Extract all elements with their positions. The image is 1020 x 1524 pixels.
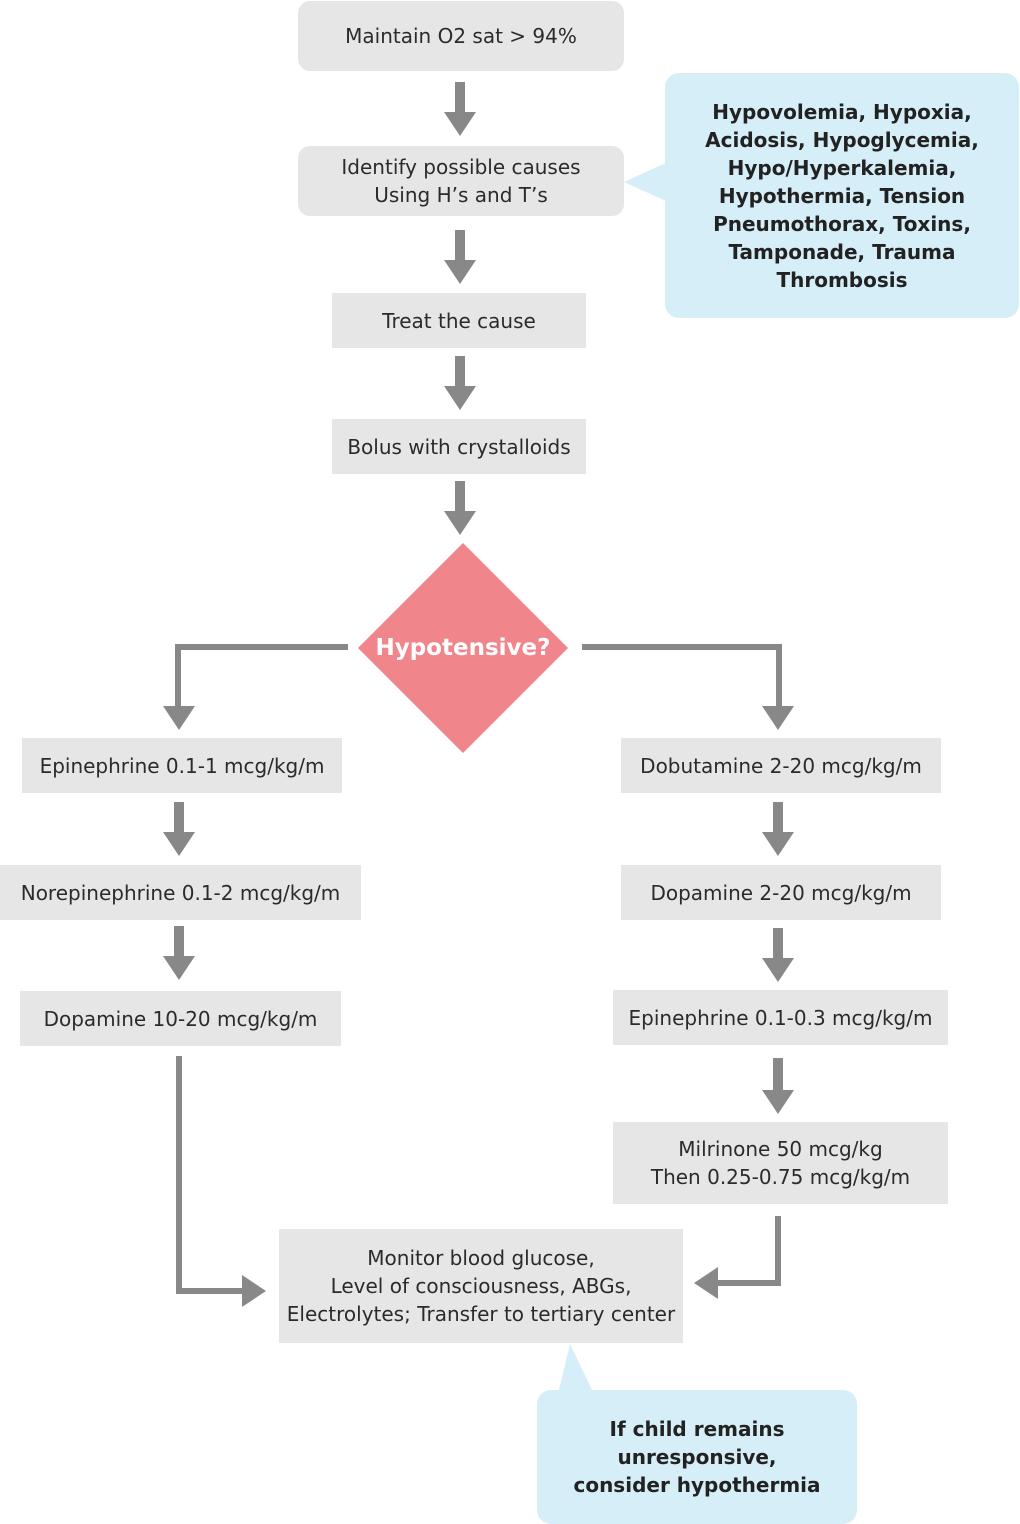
monitor-node: Monitor blood glucose, Level of consciou… <box>279 1229 683 1343</box>
bolus-text: Bolus with crystalloids <box>347 434 571 459</box>
right-node-epinephrine: Epinephrine 0.1-0.3 mcg/kg/m <box>613 990 948 1045</box>
start-node-text: Maintain O2 sat > 94% <box>345 24 577 48</box>
cause-line: Thrombosis <box>776 267 908 292</box>
right-node-text: Dopamine 2-20 mcg/kg/m <box>650 880 912 905</box>
cause-line: Acidosis, Hypoglycemia, <box>705 127 979 152</box>
right-node-text: Epinephrine 0.1-0.3 mcg/kg/m <box>628 1005 933 1030</box>
arrow-left-to-monitor <box>176 1056 266 1307</box>
arrow-right-2-to-3 <box>762 928 794 982</box>
arrow-right-3-to-4 <box>762 1058 794 1114</box>
causes-callout: Hypovolemia, Hypoxia, Acidosis, Hypoglyc… <box>665 73 1019 318</box>
arrow-decision-to-left <box>163 644 348 730</box>
cause-line: Tamponade, Trauma <box>728 239 956 264</box>
arrow-decision-to-right <box>582 644 794 730</box>
arrow-start-to-identify <box>444 82 476 136</box>
decision-label: Hypotensive? <box>375 635 551 661</box>
treat-text: Treat the cause <box>382 308 536 333</box>
arrow-right-to-monitor <box>694 1216 781 1299</box>
arrow-treat-to-bolus <box>444 356 476 410</box>
arrow-right-1-to-2 <box>762 802 794 856</box>
right-node-milrinone: Milrinone 50 mcg/kg Then 0.25-0.75 mcg/k… <box>613 1122 948 1204</box>
start-node: Maintain O2 sat > 94% <box>298 1 624 71</box>
causes-callout-pointer <box>624 162 668 202</box>
bolus-node: Bolus with crystalloids <box>332 419 586 474</box>
monitor-line: Monitor blood glucose, <box>367 1246 595 1270</box>
arrow-left-2-to-3 <box>163 926 195 980</box>
milrinone-line-2: Then 0.25-0.75 mcg/kg/m <box>650 1165 911 1189</box>
arrow-left-1-to-2 <box>163 802 195 856</box>
identify-line-2: Using H’s and T’s <box>374 183 548 207</box>
final-callout-line: consider hypothermia <box>573 1473 821 1497</box>
final-callout-pointer <box>558 1344 594 1394</box>
right-node-dobutamine: Dobutamine 2-20 mcg/kg/m <box>621 738 941 793</box>
identify-causes-node: Identify possible causes Using H’s and T… <box>298 146 624 216</box>
treat-cause-node: Treat the cause <box>332 293 586 348</box>
left-node-text: Norepinephrine 0.1-2 mcg/kg/m <box>20 880 341 905</box>
milrinone-line-1: Milrinone 50 mcg/kg <box>678 1137 883 1161</box>
left-node-epinephrine: Epinephrine 0.1-1 mcg/kg/m <box>22 738 342 793</box>
arrow-identify-to-treat <box>444 230 476 284</box>
arrow-bolus-to-decision <box>444 481 476 535</box>
cause-line: Pneumothorax, Toxins, <box>713 211 971 236</box>
monitor-line: Electrolytes; Transfer to tertiary cente… <box>286 1302 676 1326</box>
left-node-text: Dopamine 10-20 mcg/kg/m <box>43 1006 318 1031</box>
cause-line: Hypovolemia, Hypoxia, <box>712 99 972 124</box>
cause-line: Hypo/Hyperkalemia, <box>727 155 957 180</box>
final-callout-line: If child remains <box>609 1417 785 1441</box>
decision-diamond <box>358 543 568 753</box>
monitor-line: Level of consciousness, ABGs, <box>330 1274 632 1298</box>
left-node-dopamine: Dopamine 10-20 mcg/kg/m <box>20 991 341 1046</box>
right-node-dopamine: Dopamine 2-20 mcg/kg/m <box>621 865 941 920</box>
left-node-norepinephrine: Norepinephrine 0.1-2 mcg/kg/m <box>0 865 361 920</box>
final-callout: If child remains unresponsive, consider … <box>537 1390 857 1524</box>
identify-line-1: Identify possible causes <box>341 155 581 179</box>
final-callout-line: unresponsive, <box>617 1445 777 1469</box>
left-node-text: Epinephrine 0.1-1 mcg/kg/m <box>39 753 325 778</box>
cause-line: Hypothermia, Tension <box>718 183 966 208</box>
right-node-text: Dobutamine 2-20 mcg/kg/m <box>640 753 922 778</box>
